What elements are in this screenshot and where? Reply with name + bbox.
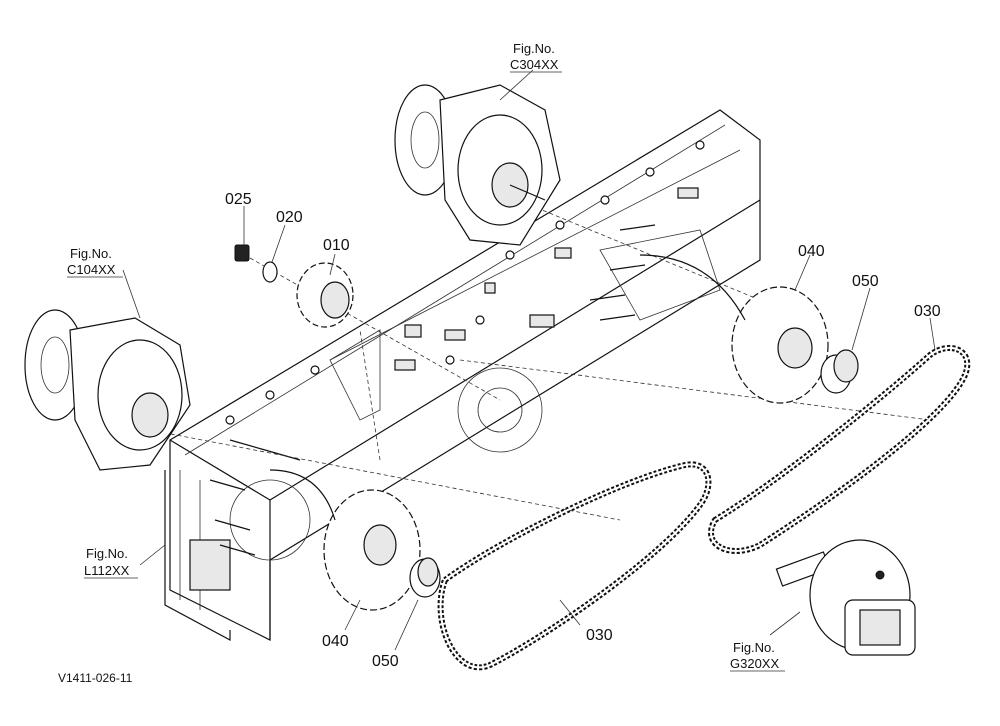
sprocket-top <box>731 286 829 404</box>
case-pads <box>394 187 699 371</box>
label-020: 020 <box>276 209 303 226</box>
sprocket-bottom <box>323 489 421 611</box>
label-040-top: 040 <box>798 243 825 260</box>
leader-lines <box>122 69 936 651</box>
chain-right <box>708 344 971 554</box>
svg-text:C104XX: C104XX <box>67 262 116 277</box>
washer <box>262 261 278 283</box>
label-030-bottom: 030 <box>586 627 613 644</box>
case-bolts <box>209 140 705 556</box>
flange-assembly-left <box>24 309 191 471</box>
svg-text:Fig.No.: Fig.No. <box>733 640 775 655</box>
label-050-bottom: 050 <box>372 653 399 670</box>
svg-text:Fig.No.: Fig.No. <box>513 41 555 56</box>
collar-top <box>820 349 859 394</box>
gearbox-case <box>149 109 931 642</box>
figref-l112: Fig.No. L112XX <box>84 546 138 579</box>
figref-c304: Fig.No. C304XX <box>510 41 562 73</box>
flange-assembly-top <box>394 84 561 246</box>
chain-bottom <box>437 461 712 671</box>
svg-text:C304XX: C304XX <box>510 57 559 72</box>
hydraulic-motor <box>775 539 916 656</box>
svg-text:G320XX: G320XX <box>730 656 779 671</box>
label-030-top: 030 <box>914 303 941 320</box>
svg-text:Fig.No.: Fig.No. <box>70 246 112 261</box>
label-040-bottom: 040 <box>322 633 349 650</box>
bolt <box>234 244 250 262</box>
figref-c104: Fig.No. C104XX <box>67 246 123 278</box>
label-010: 010 <box>323 237 350 254</box>
diagram-code: V1411-026-11 <box>58 671 133 685</box>
figref-g320: Fig.No. G320XX <box>730 640 785 672</box>
collar-bottom <box>409 557 441 598</box>
svg-text:L112XX: L112XX <box>84 563 130 578</box>
label-025: 025 <box>225 191 252 208</box>
svg-text:Fig.No.: Fig.No. <box>86 546 128 561</box>
small-sprocket <box>296 262 354 328</box>
label-050-top: 050 <box>852 273 879 290</box>
